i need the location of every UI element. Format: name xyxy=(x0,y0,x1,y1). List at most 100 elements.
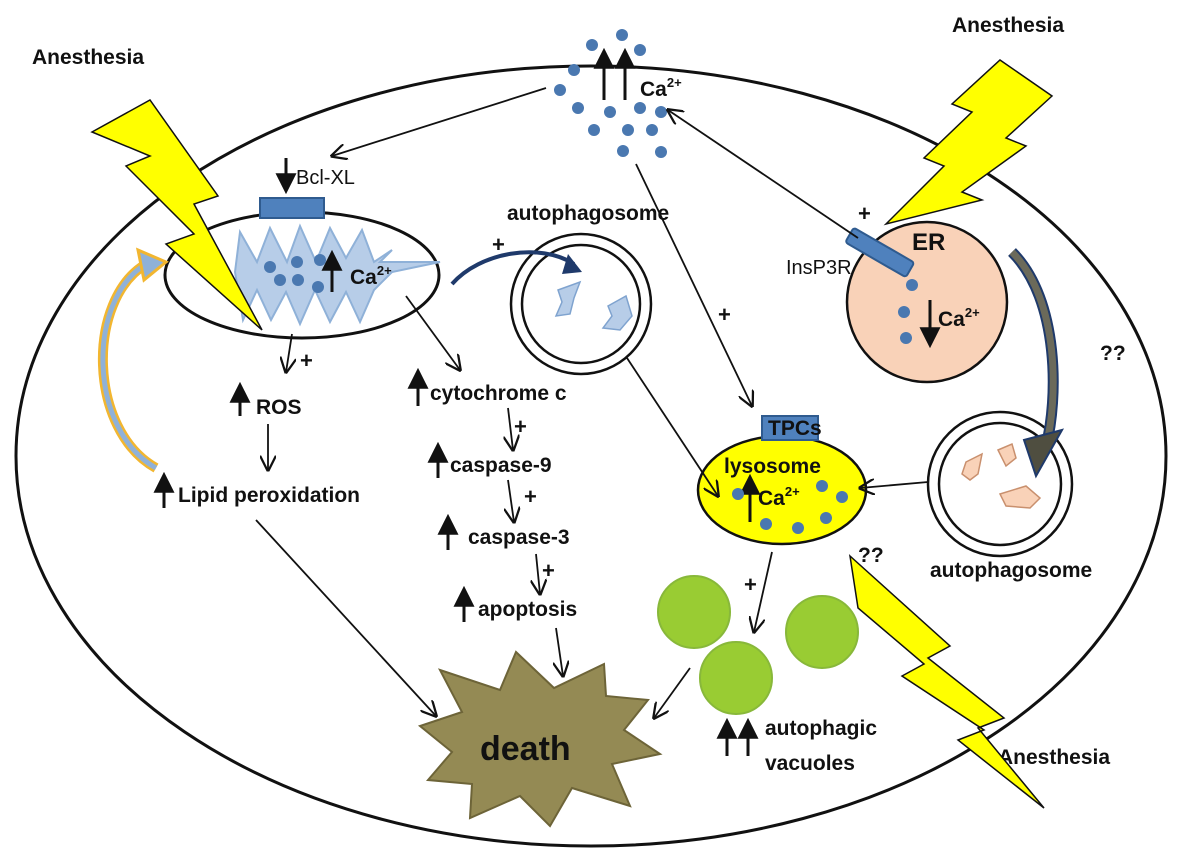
ca-dot xyxy=(655,106,667,118)
mitochondrion-cristae xyxy=(233,223,441,327)
cytochrome-label: cytochrome c xyxy=(430,382,567,405)
curved-arrow-lipid-head xyxy=(135,247,169,283)
er-ca-label: Ca2+ xyxy=(938,305,980,331)
lysosome: TPCs lysosome Ca2+ xyxy=(696,415,868,546)
curved-arrow-mito-to-autophagosome xyxy=(450,250,576,286)
ca-dot xyxy=(572,102,584,114)
curved-arrow-er-inner xyxy=(1009,249,1057,447)
lyso-ca-dot xyxy=(760,518,772,530)
tpcs-label: TPCs xyxy=(768,417,822,440)
cytosolic-calcium-cloud: Ca2+ xyxy=(554,29,682,158)
autophagic-vacuole xyxy=(657,575,731,649)
mito-ca-dot xyxy=(274,274,286,286)
autophagic-vacuole xyxy=(785,595,859,669)
ros-label: ROS xyxy=(256,396,302,419)
mito-ca-label: Ca2+ xyxy=(350,263,392,289)
autophagosome-bottom-label: autophagosome xyxy=(930,559,1092,582)
anesthesia-label-top-left: Anesthesia xyxy=(32,46,144,69)
plus-insp3r: + xyxy=(858,201,871,226)
cargo-fragment xyxy=(998,485,1042,509)
arrow-cytochrome-to-casp9 xyxy=(508,407,513,450)
plus-mito-ros: + xyxy=(300,348,313,373)
cargo-fragment xyxy=(996,442,1017,468)
ca-dot xyxy=(622,124,634,136)
arrow-vacuoles-to-death xyxy=(654,667,691,718)
autophagosome-top-label: autophagosome xyxy=(507,202,669,225)
bcl-xl-channel xyxy=(259,197,325,219)
ca-dot xyxy=(588,124,600,136)
er-label: ER xyxy=(912,229,945,256)
anesthesia-label-bottom-right: Anesthesia xyxy=(998,746,1110,769)
arrow-autophagosome2-to-lysosome xyxy=(860,482,929,488)
mito-ca-dot xyxy=(291,256,303,268)
lightning-bolt-bottom-right xyxy=(848,554,1045,809)
casp9-label: caspase-9 xyxy=(450,454,552,477)
lyso-ca-label: Ca2+ xyxy=(758,484,800,510)
er-ca-dot xyxy=(900,332,912,344)
insp3r-channel xyxy=(845,227,915,278)
arrow-casp3-to-apoptosis xyxy=(536,553,540,594)
mitochondrion: Ca2+ xyxy=(163,197,441,340)
arrow-ca-to-mito xyxy=(332,87,547,156)
autophagosome-top xyxy=(509,232,653,376)
bcl-xl-label: Bcl-XL xyxy=(296,167,355,189)
cargo-fragment xyxy=(961,452,984,481)
arrow-apoptosis-to-death xyxy=(556,627,563,676)
ca-dot xyxy=(634,44,646,56)
arrow-lysosome-to-vacuoles xyxy=(754,551,773,632)
arrow-mito-to-cytochrome xyxy=(405,295,460,370)
ca-dot xyxy=(634,102,646,114)
ca-dot xyxy=(604,106,616,118)
curved-arrow-head xyxy=(562,254,582,274)
er-ca-dot xyxy=(906,279,918,291)
mito-ca-dot xyxy=(312,281,324,293)
arrow-ca-to-lysosome xyxy=(635,163,752,406)
tpcs-channel xyxy=(761,415,819,441)
lightning-bolt-top-left xyxy=(90,99,263,331)
lipid-label: Lipid peroxidation xyxy=(178,484,360,507)
plus-cyto-casp9: + xyxy=(514,414,527,439)
mito-ca-dot xyxy=(264,261,276,273)
qq-lysosome: ?? xyxy=(858,544,884,567)
ca-dot xyxy=(655,146,667,158)
cargo-fragment xyxy=(601,294,633,331)
arrow-mito-to-ros xyxy=(286,333,292,372)
vacuoles-label-line1: autophagic xyxy=(765,717,877,740)
ca-dot xyxy=(616,29,628,41)
vacuoles-label-line2: vacuoles xyxy=(765,752,855,775)
casp3-label: caspase-3 xyxy=(468,526,570,549)
lyso-ca-dot xyxy=(816,480,828,492)
curved-arrow-lipid-to-mito-inner xyxy=(100,261,158,471)
lyso-ca-dot xyxy=(732,488,744,500)
lyso-ca-dot xyxy=(792,522,804,534)
plus-ca-lysosome: + xyxy=(718,302,731,327)
ca-top-label: Ca2+ xyxy=(640,75,682,101)
plus-mito-autophagosome: + xyxy=(492,232,505,257)
death-label: death xyxy=(480,730,571,768)
arrow-casp9-to-casp3 xyxy=(508,479,514,522)
anesthesia-label-top-right: Anesthesia xyxy=(952,14,1064,37)
ca-dot xyxy=(554,84,566,96)
plus-casp3-apoptosis: + xyxy=(542,558,555,583)
insp3r-label: InsP3R xyxy=(786,257,852,279)
mito-ca-dot xyxy=(292,274,304,286)
curved-arrow-er-head xyxy=(1022,428,1065,479)
lyso-ca-dot xyxy=(820,512,832,524)
qq-er-autophagosome: ?? xyxy=(1100,342,1126,365)
arrow-insp3r-to-ca xyxy=(668,110,859,239)
ca-dot xyxy=(646,124,658,136)
autophagic-vacuole xyxy=(699,641,773,715)
er-ca-dot xyxy=(898,306,910,318)
plus-casp9-casp3: + xyxy=(524,484,537,509)
lyso-ca-dot xyxy=(836,491,848,503)
plus-lysosome-vacuoles: + xyxy=(744,572,757,597)
ca-dot xyxy=(568,64,580,76)
apoptosis-label: apoptosis xyxy=(478,598,577,621)
lysosome-label: lysosome xyxy=(724,455,821,478)
arrow-lipid-to-death xyxy=(255,519,436,716)
ca-dot xyxy=(586,39,598,51)
mito-ca-dot xyxy=(314,254,326,266)
ca-dot xyxy=(617,145,629,157)
lightning-bolt-top-right xyxy=(883,59,1054,226)
